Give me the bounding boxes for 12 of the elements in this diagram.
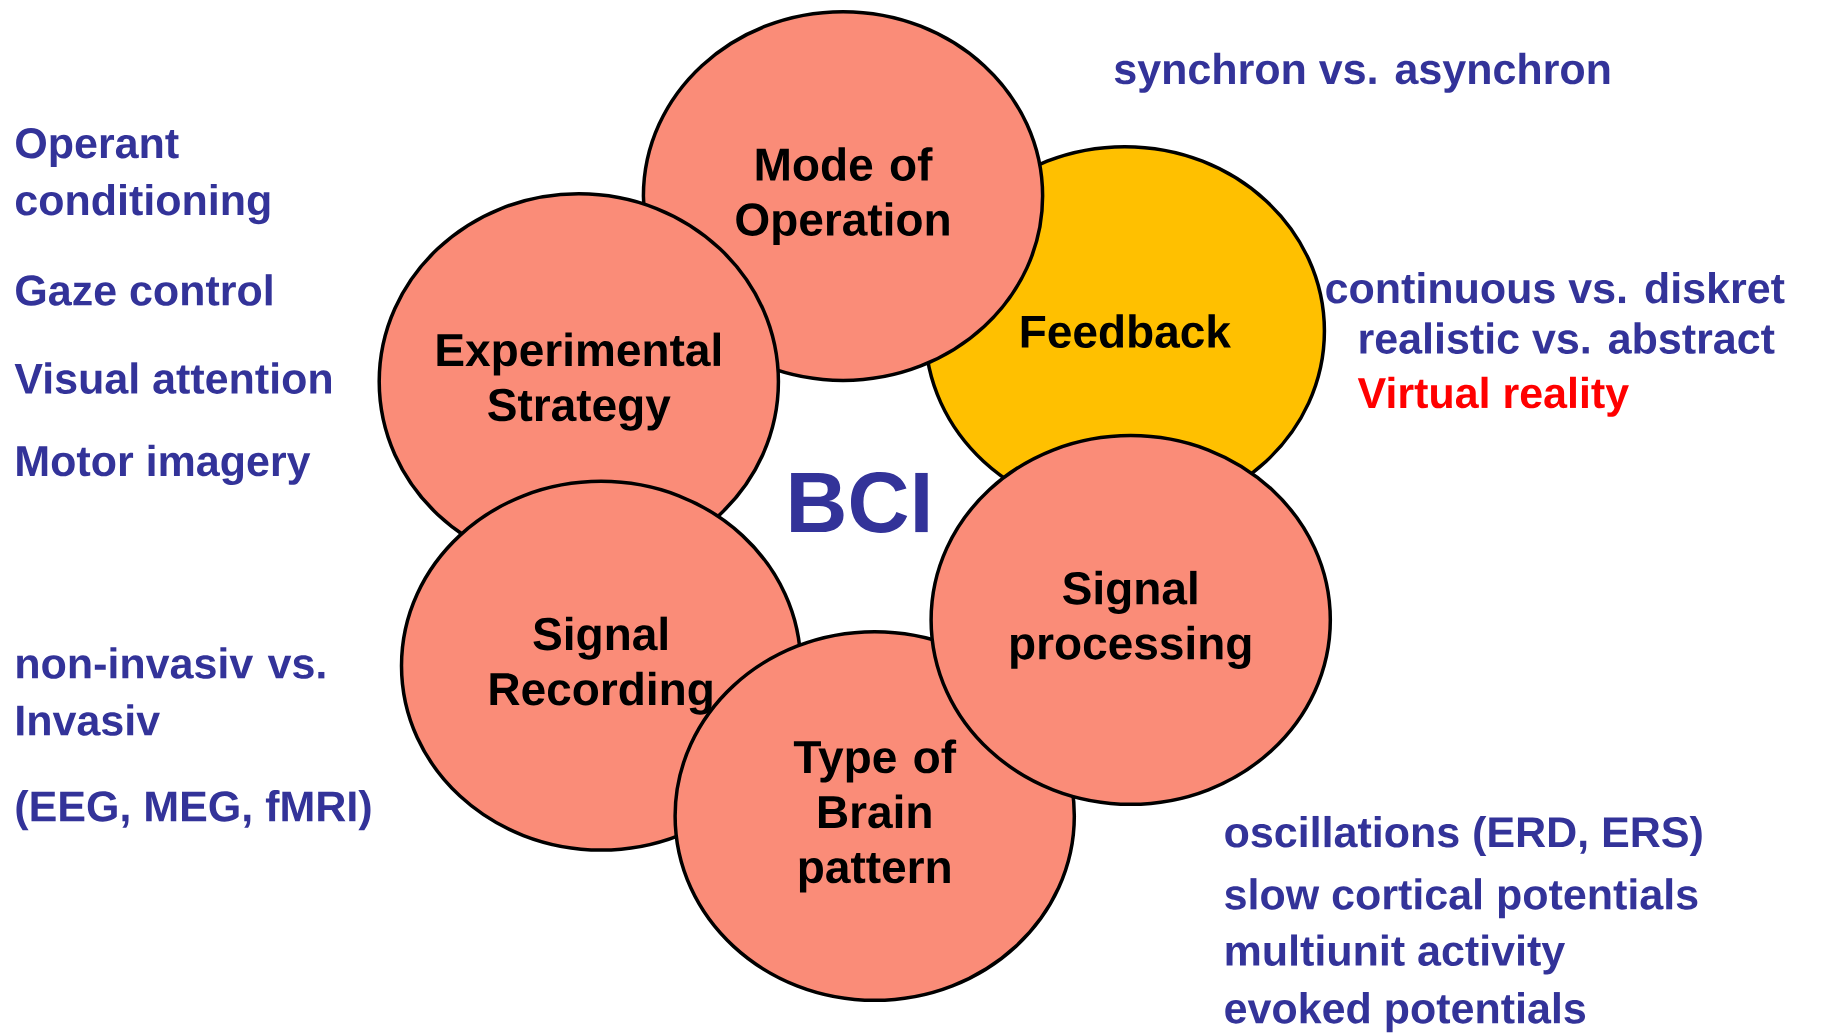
label-text: oscillations (ERD, ERS) — [1225, 815, 1702, 857]
label-text: Virtual reality — [1357, 376, 1629, 417]
label-text: Operant conditioning — [16, 128, 270, 225]
label-text: Motor imagery — [17, 444, 311, 486]
label-text: slow cortical potentials — [1225, 878, 1698, 919]
label-text: non-invasiv vs. Invasiv — [17, 647, 325, 736]
label-text: realistic vs. abstract — [1360, 322, 1775, 354]
label-text: synchron vs. asynchron — [1114, 52, 1610, 93]
label-text: Gaze control — [16, 274, 272, 306]
label-text: Visual attention — [14, 362, 331, 394]
label-text: multiunit activity — [1226, 934, 1565, 975]
label-text: evoked potentials — [1225, 992, 1586, 1033]
